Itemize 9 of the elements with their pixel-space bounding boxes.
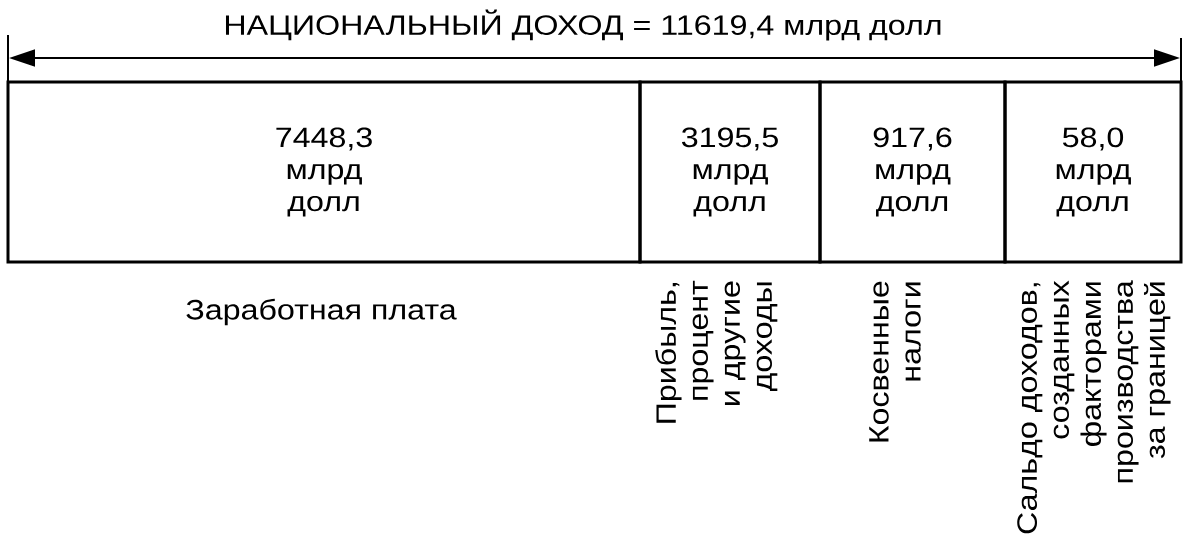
category-label: Заработная плата <box>186 298 457 326</box>
category-label: Сальдо доходов, созданных факторами производства за границей <box>1017 280 1171 534</box>
category-label: Прибыль, процент и другие доходы <box>655 280 778 423</box>
bar-segment: 7448,3 млрд долл <box>6 80 642 264</box>
bar-segment: 917,6 млрд долл <box>818 80 1007 264</box>
bar-segment: 58,0 млрд долл <box>1003 80 1183 264</box>
bar-segment: 3195,5 млрд долл <box>638 80 822 264</box>
category-label: Косвенные налоги <box>869 281 921 442</box>
title: НАЦИОНАЛЬНЫЙ ДОХОД = 11619,4 млрд долл <box>226 9 941 41</box>
